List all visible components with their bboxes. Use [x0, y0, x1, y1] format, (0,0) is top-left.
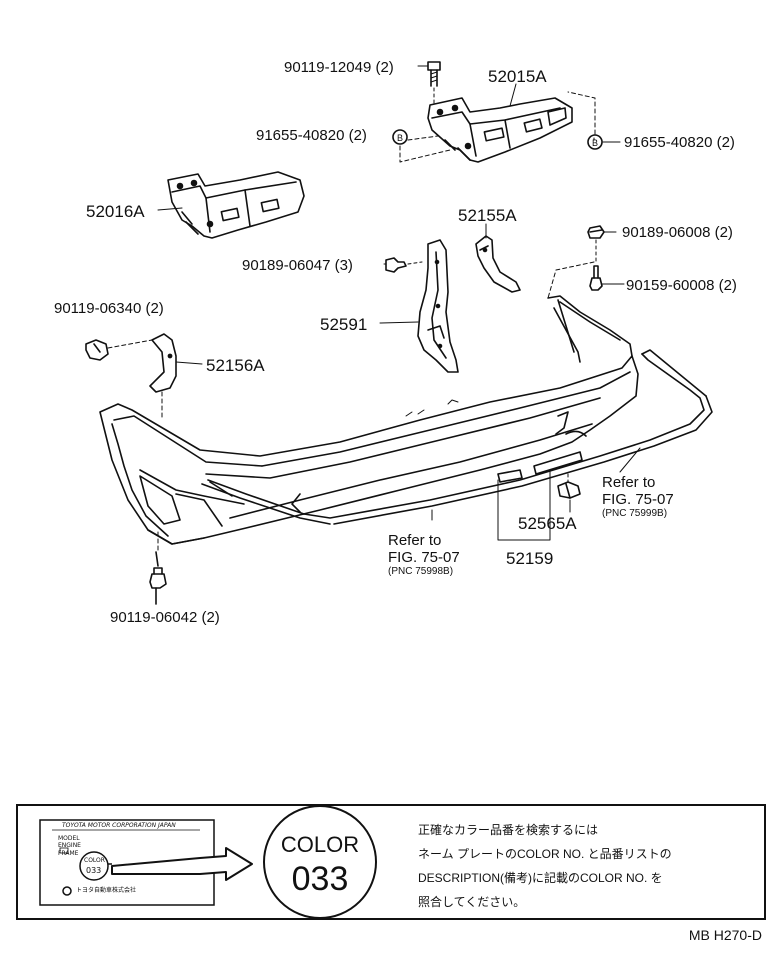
svg-text:B: B [592, 138, 598, 148]
refer-line1: Refer to [602, 474, 656, 491]
plate-engine: ENGINE [58, 842, 81, 849]
color-note-box [16, 804, 766, 920]
plate-color-code: 033 [86, 866, 102, 875]
refer-pnc: (PNC 75998B) [388, 566, 454, 577]
bracket-52156a [149, 333, 177, 421]
note-line: 照合してください。 [418, 895, 526, 909]
bolt-90119-06042 [149, 531, 167, 605]
nut-91655-right: B [567, 91, 621, 150]
label-90189-06047: 90189-06047 (3) [242, 257, 353, 274]
label-52155a: 52155A [458, 206, 517, 225]
stay-52155a [475, 235, 521, 293]
refer-pnc: (PNC 75999B) [602, 508, 668, 519]
label-52016a: 52016A [86, 202, 145, 221]
label-90119-06042: 90119-06042 (2) [110, 609, 220, 626]
clip-90189-06047 [385, 257, 423, 273]
plate-maker: TOYOTA MOTOR CORPORATION JAPAN [62, 822, 176, 829]
label-52015a: 52015A [488, 67, 547, 86]
color-badge-code: 033 [291, 860, 349, 898]
label-90159-60008: 90159-60008 (2) [626, 277, 737, 294]
label-90119-06340: 90119-06340 (2) [54, 300, 164, 317]
color-note-text: 正確なカラー品番を検索するには ネーム プレートのCOLOR NO. と品番リス… [418, 818, 672, 914]
color-badge-label: COLOR [280, 832, 360, 857]
molding-left [201, 349, 713, 525]
label-52159: 52159 [506, 549, 554, 568]
plate-model: MODEL [58, 835, 80, 842]
refer-to-right: Refer to FIG. 75-07 (PNC 75999B) [602, 474, 674, 519]
svg-text:B: B [397, 133, 403, 143]
note-line: DESCRIPTION(備考)に記載のCOLOR NO. を [418, 871, 663, 885]
label-52591: 52591 [320, 315, 368, 334]
refer-line1: Refer to [388, 532, 442, 549]
plate-frame: FRAME [58, 850, 79, 857]
note-line: ネーム プレートのCOLOR NO. と品番リストの [418, 847, 672, 861]
nut-91655-left: B [392, 129, 451, 163]
catalog-code: MB H270-D [688, 927, 762, 943]
bolt-90159-60008 [547, 261, 603, 299]
nut-90119-06340 [85, 339, 153, 361]
name-plate-illustration [39, 819, 215, 906]
label-52565a: 52565A [518, 514, 577, 533]
bracket-52015a [427, 97, 573, 163]
refer-line2: FIG. 75-07 [602, 491, 674, 508]
stay-52591 [417, 239, 459, 373]
plate-japanese: トヨタ自動車株式会社 [76, 887, 137, 894]
label-91655-40820-left: 91655-40820 (2) [256, 127, 367, 144]
note-line: 正確なカラー品番を検索するには [418, 823, 599, 837]
label-52156a: 52156A [206, 356, 265, 375]
label-90119-12049: 90119-12049 (2) [284, 59, 394, 76]
label-91655-40820-right: 91655-40820 (2) [624, 134, 735, 151]
molding-strips [497, 451, 583, 483]
bumper-52159 [99, 295, 639, 545]
label-90189-06008: 90189-06008 (2) [622, 224, 733, 241]
nut-90189-06008 [587, 225, 605, 263]
plate-color: COLOR [84, 857, 105, 864]
retainer-52565a [557, 473, 581, 499]
refer-line2: FIG. 75-07 [388, 549, 460, 566]
arrow-icon [111, 847, 253, 881]
bracket-52016a [167, 171, 305, 239]
refer-to-left: Refer to FIG. 75-07 (PNC 75998B) [388, 532, 460, 577]
bolt-90119-12049 [427, 61, 441, 105]
